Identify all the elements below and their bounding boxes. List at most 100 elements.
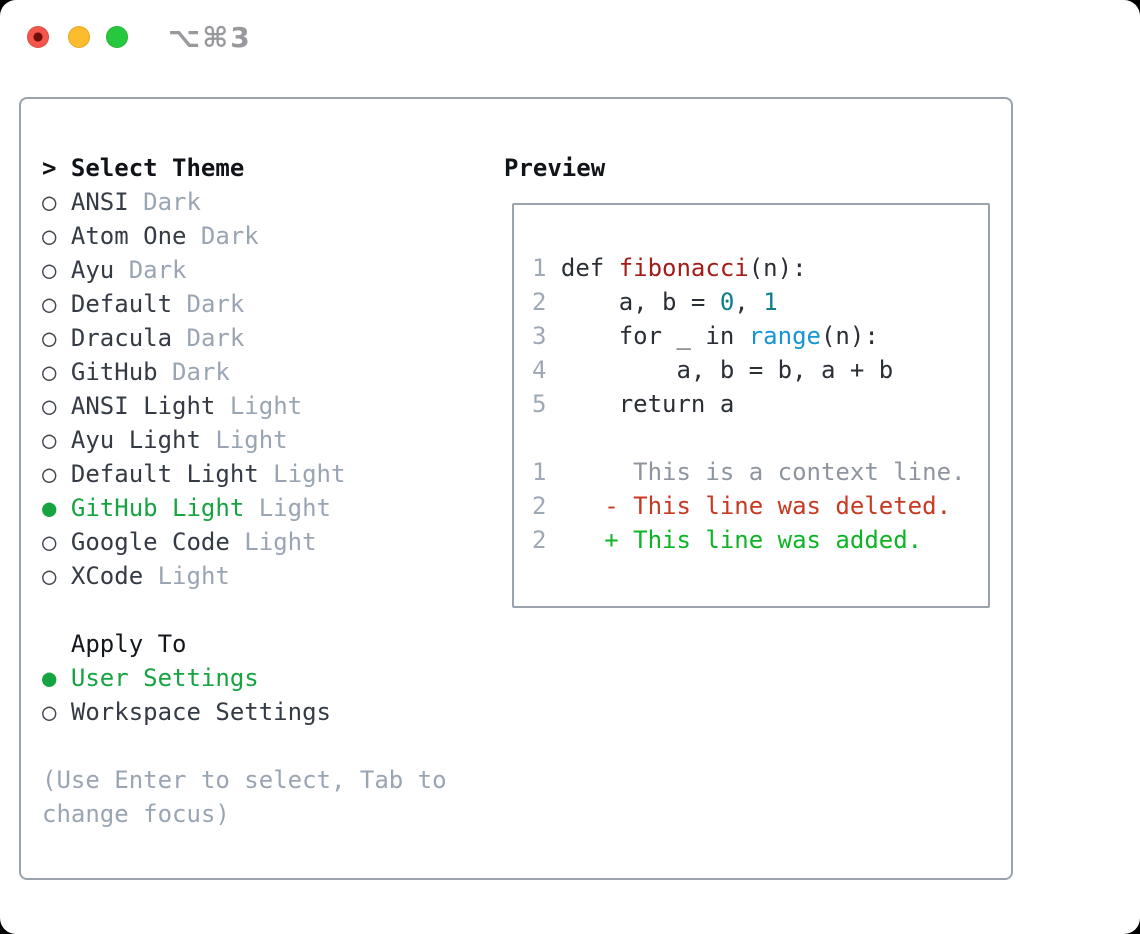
theme-option-google-code[interactable]: ○ Google Code Light <box>42 525 447 559</box>
theme-option-default[interactable]: ○ Default Dark <box>42 287 447 321</box>
option-variant-label: Dark <box>114 256 187 284</box>
theme-option-github-light[interactable]: ● GitHub Light Light <box>42 491 447 525</box>
option-variant-label: Light <box>244 494 331 522</box>
code-token: a, b = <box>560 288 720 316</box>
focus-caret-icon: > <box>42 154 57 182</box>
code-token: for _ in <box>560 322 749 350</box>
option-label: GitHub <box>70 358 158 386</box>
code-line: 2 a, b = 0, 1 <box>532 285 988 319</box>
option-label: Dracula <box>70 324 173 352</box>
theme-option-ansi[interactable]: ○ANSI Dark <box>42 185 447 219</box>
code-token: This is a context line. <box>560 458 966 486</box>
radio-icon: ○ <box>42 290 57 318</box>
theme-picker-panel: >Select Theme ○ANSI Dark○Atom One Dark○A… <box>19 97 1013 880</box>
theme-option-ansi-light[interactable]: ○ ANSI Light Light <box>42 389 447 423</box>
indent-spacer <box>42 627 71 661</box>
radio-icon: ○ <box>42 698 57 726</box>
apply-to-section: Apply To ●User Settings○Workspace Settin… <box>42 627 447 729</box>
option-variant-label: Dark <box>157 358 230 386</box>
apply-option-workspace-settings[interactable]: ○Workspace Settings <box>42 695 447 729</box>
hint-line: (Use Enter to select, Tab to <box>42 766 447 794</box>
theme-list: ○ANSI Dark○Atom One Dark○Ayu Dark○Defaul… <box>42 185 447 593</box>
radio-icon: ○ <box>42 460 57 488</box>
code-line: 1 This is a context line. <box>532 455 988 489</box>
code-token: (n): <box>748 254 807 282</box>
theme-option-dracula[interactable]: ○ Dracula Dark <box>42 321 447 355</box>
code-token: def <box>560 254 619 282</box>
code-token: (n): <box>820 322 879 350</box>
apply-option-user-settings[interactable]: ●User Settings <box>42 661 447 695</box>
code-line: 5 return a <box>532 387 988 421</box>
hint-line: change focus) <box>42 800 230 828</box>
theme-option-ayu-light[interactable]: ○ Ayu Light Light <box>42 423 447 457</box>
radio-icon: ○ <box>42 256 57 284</box>
radio-icon: ○ <box>42 324 57 352</box>
code-token: 1 <box>763 288 778 316</box>
titlebar: ⌥⌘3 <box>0 0 1140 75</box>
code-token: + This line was added. <box>560 526 923 554</box>
radio-icon: ○ <box>42 392 57 420</box>
radio-selected-icon: ● <box>42 494 57 522</box>
code-token: - This line was deleted. <box>560 492 952 520</box>
hint-text: (Use Enter to select, Tab to change focus… <box>42 763 447 831</box>
code-token: range <box>748 322 821 350</box>
theme-option-default-light[interactable]: ○Default Light Light <box>42 457 447 491</box>
option-label: XCode <box>70 562 144 590</box>
option-label: Ayu <box>70 256 115 284</box>
minimize-button[interactable] <box>68 26 90 48</box>
code-line: 2 - This line was deleted. <box>532 489 988 523</box>
line-number: 3 <box>532 322 547 350</box>
radio-icon: ○ <box>42 562 57 590</box>
menu-title: Select Theme <box>70 154 245 182</box>
theme-option-atom-one[interactable]: ○ Atom One Dark <box>42 219 447 253</box>
theme-option-xcode[interactable]: ○ XCode Light <box>42 559 447 593</box>
line-number: 2 <box>532 526 547 554</box>
option-variant-label: Light <box>143 562 230 590</box>
radio-icon: ○ <box>42 222 57 250</box>
option-label: Google Code <box>70 528 230 556</box>
option-variant-label: Light <box>200 426 288 454</box>
option-variant-label: Dark <box>128 188 201 216</box>
option-label: ANSI Light <box>70 392 216 420</box>
option-variant-label: Dark <box>172 290 245 318</box>
radio-icon: ○ <box>42 426 57 454</box>
line-number: 2 <box>532 492 547 520</box>
line-number: 1 <box>532 254 547 282</box>
option-label: Atom One <box>70 222 187 250</box>
radio-icon: ○ <box>42 528 57 556</box>
option-variant-label: Light <box>258 460 346 488</box>
zoom-button[interactable] <box>106 26 128 48</box>
theme-option-ayu[interactable]: ○ Ayu Dark <box>42 253 447 287</box>
option-variant-label: Dark <box>172 324 245 352</box>
code-token: 0 <box>719 288 735 316</box>
code-token: return a <box>560 390 735 418</box>
apply-to-header: Apply To <box>42 627 447 661</box>
theme-option-github[interactable]: ○ GitHub Dark <box>42 355 447 389</box>
code-line: 4 a, b = b, a + b <box>532 353 988 387</box>
radio-icon: ○ <box>42 188 57 216</box>
code-line: 3 for _ in range(n): <box>532 319 988 353</box>
line-number: 2 <box>532 288 547 316</box>
option-variant-label: Light <box>215 392 303 420</box>
option-variant-label: Light <box>229 528 317 556</box>
preview-title: Preview <box>504 154 606 182</box>
option-variant-label: Dark <box>186 222 259 250</box>
apply-to-list: ●User Settings○Workspace Settings <box>42 661 447 729</box>
option-label: Default <box>70 290 173 318</box>
radio-icon: ○ <box>42 358 57 386</box>
code-line: 1 def fibonacci(n): <box>532 251 988 285</box>
option-label: Ayu Light <box>70 426 201 454</box>
close-button[interactable] <box>27 26 49 48</box>
line-number: 5 <box>532 390 547 418</box>
code-line <box>532 421 988 455</box>
code-line: 2 + This line was added. <box>532 523 988 557</box>
code-token: fibonacci <box>618 254 749 282</box>
option-label: GitHub Light <box>70 494 245 522</box>
line-number <box>532 421 561 455</box>
radio-selected-icon: ● <box>42 664 57 692</box>
theme-menu: >Select Theme ○ANSI Dark○Atom One Dark○A… <box>42 151 447 831</box>
window-shortcut-label: ⌥⌘3 <box>168 21 252 54</box>
